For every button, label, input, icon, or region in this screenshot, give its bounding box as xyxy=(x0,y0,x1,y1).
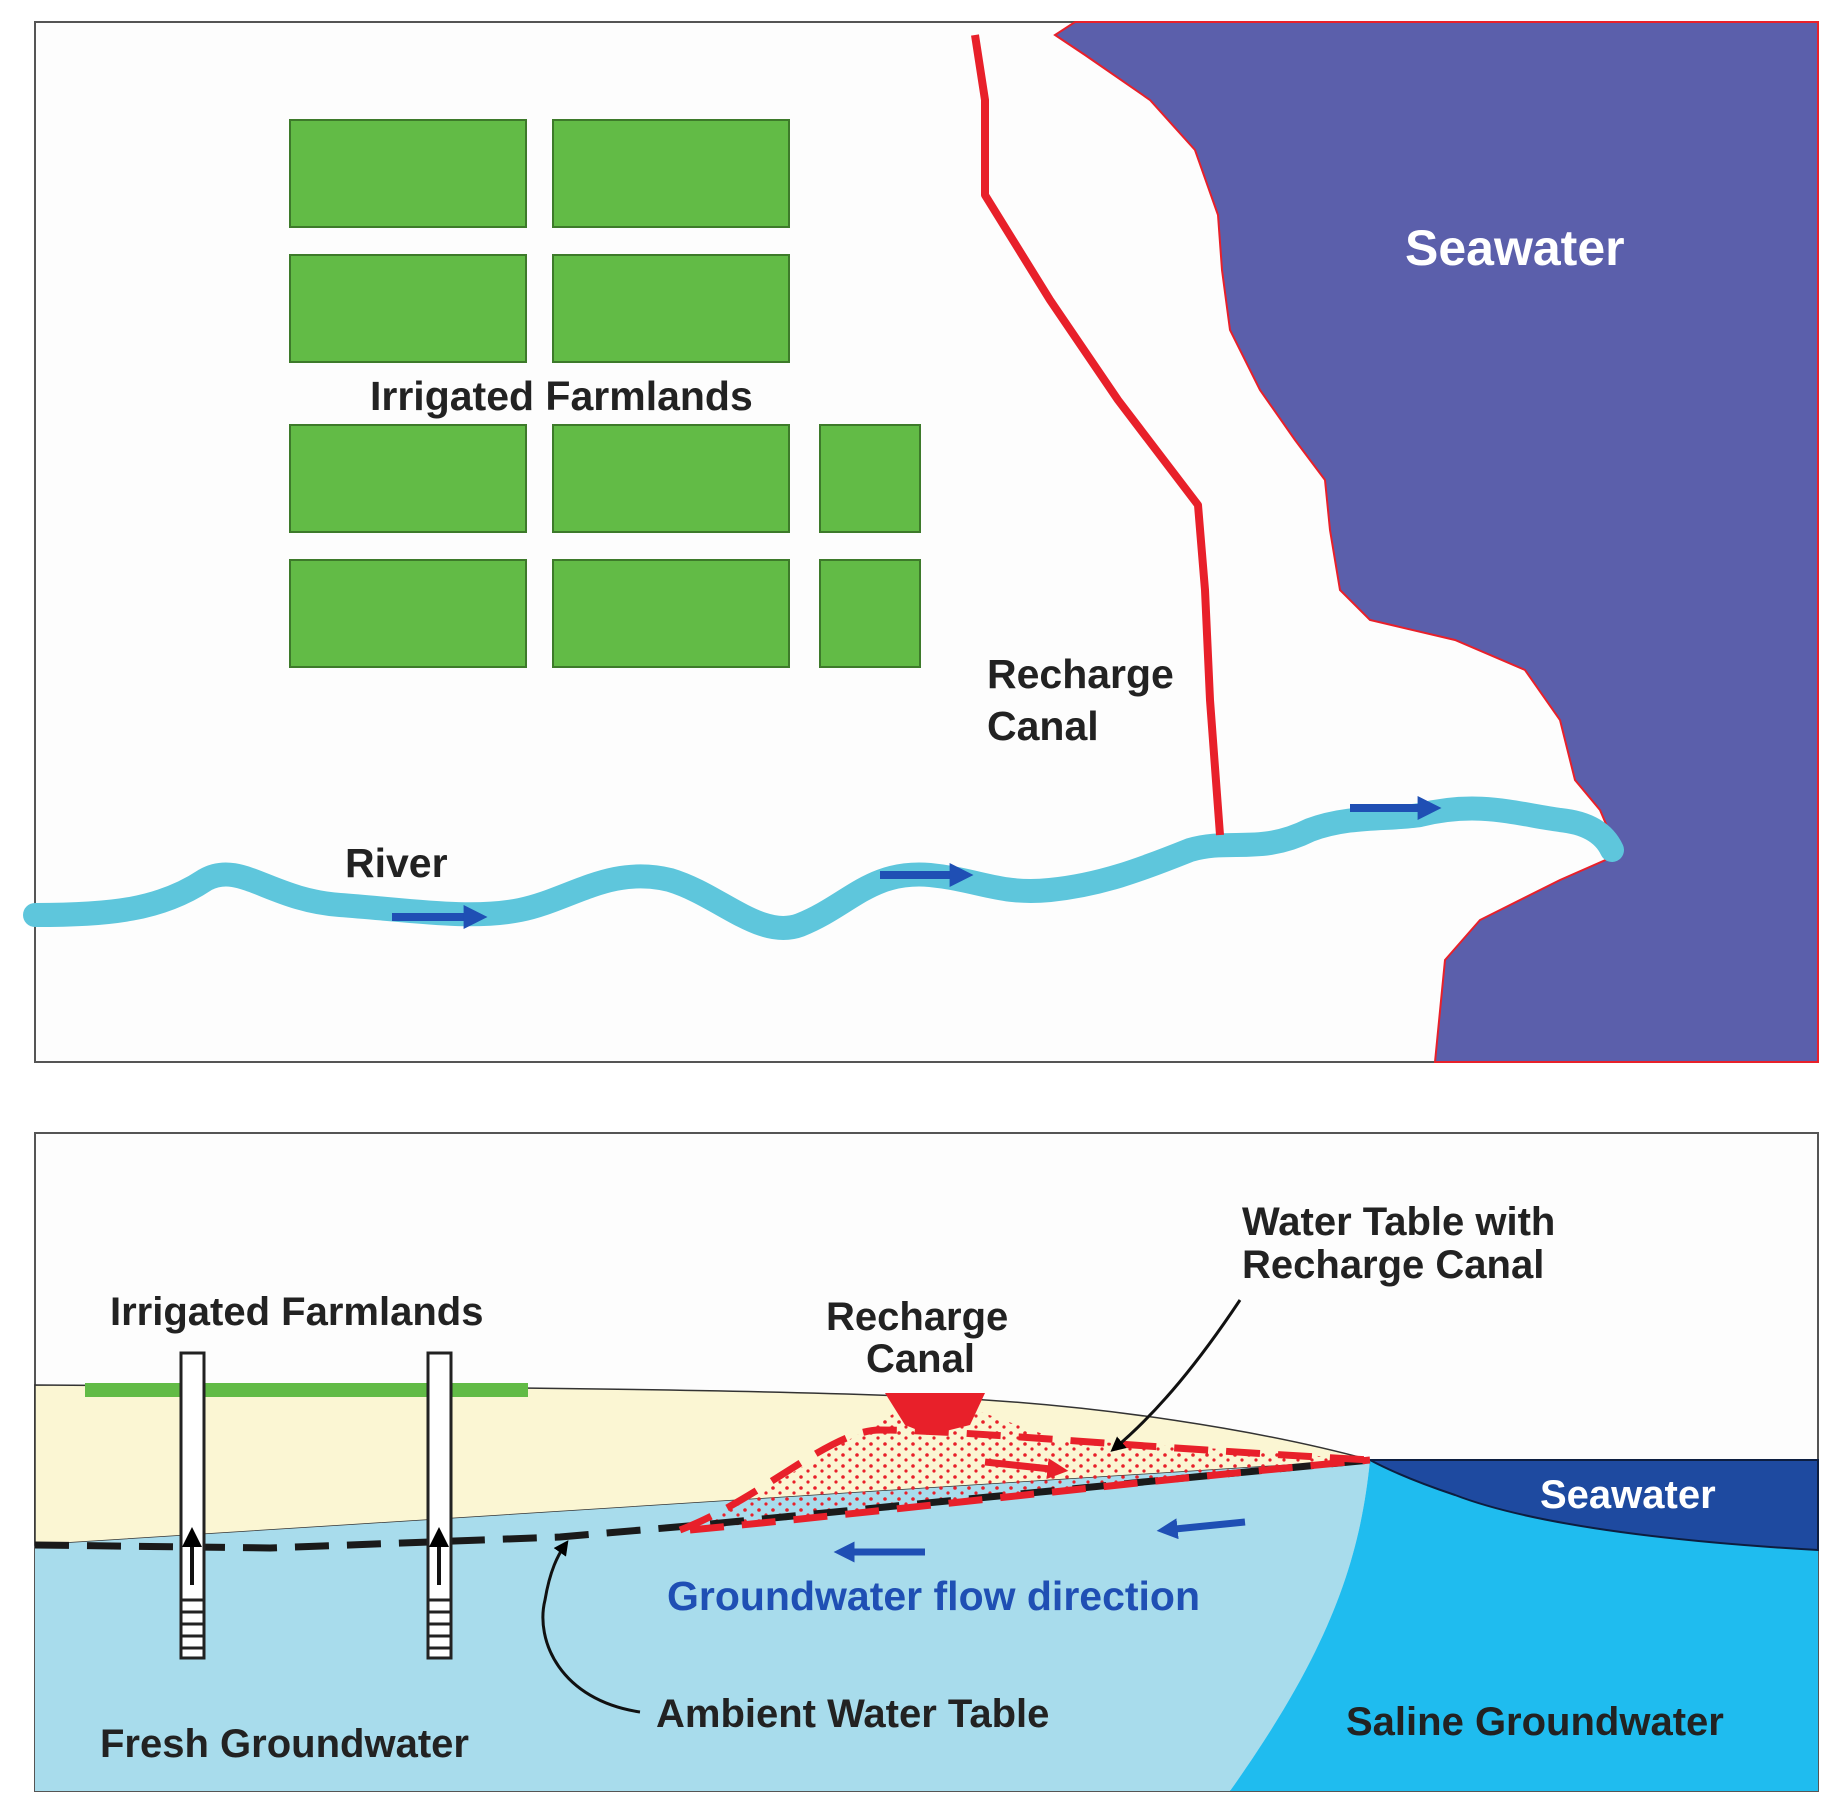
farmland-plot xyxy=(289,559,527,668)
saline-groundwater-zone xyxy=(1230,1460,1818,1791)
saline-groundwater-label: Saline Groundwater xyxy=(1346,1700,1724,1744)
flow-direction-label: Groundwater flow direction xyxy=(667,1573,1200,1619)
cs-canal-label-line1: Recharge xyxy=(826,1295,1008,1339)
farmlands-label: Irrigated Farmlands xyxy=(370,373,753,419)
river-label: River xyxy=(345,840,448,886)
river xyxy=(23,796,1624,940)
seawater-label: Seawater xyxy=(1405,220,1625,276)
water-table-canal-line2: Recharge Canal xyxy=(1242,1243,1544,1287)
well-icon xyxy=(426,1351,453,1660)
farmland-plots xyxy=(289,119,921,668)
farmland-plot xyxy=(552,254,790,363)
left-arrow-icon xyxy=(1156,1518,1246,1540)
farmland-plot xyxy=(289,119,527,228)
cs-farmlands-label: Irrigated Farmlands xyxy=(110,1290,483,1334)
recharge-canal-section xyxy=(885,1393,985,1435)
farmland-plot xyxy=(552,424,790,533)
leader-ambient-water-table xyxy=(541,1540,641,1714)
farmland-plot xyxy=(819,424,921,533)
canal-label-line2: Canal xyxy=(987,703,1099,749)
mounded-water-table-lower xyxy=(689,1456,1371,1534)
ambient-water-table-label: Ambient Water Table xyxy=(656,1692,1049,1736)
well-icon xyxy=(179,1351,206,1660)
recharge-flow-arrow xyxy=(984,1458,1069,1480)
plan-view-panel: Seawater Irrigated Farmlands Recharge Ca… xyxy=(23,21,1819,1063)
leader-water-table-recharge xyxy=(1110,1299,1242,1452)
cross-section-panel: Irrigated Farmlands Recharge Canal Water… xyxy=(34,1132,1819,1792)
water-table-canal-line1: Water Table with xyxy=(1242,1200,1555,1244)
farmland-plot xyxy=(552,559,790,668)
canal-label-line1: Recharge xyxy=(987,651,1174,697)
cs-seawater-label: Seawater xyxy=(1540,1473,1716,1517)
farmland-plot xyxy=(289,254,527,363)
recharge-canal xyxy=(971,34,1224,836)
farmland-plot xyxy=(819,559,921,668)
seawater-wedge xyxy=(1369,1459,1819,1552)
farmland-plot xyxy=(289,424,527,533)
cs-canal-label-line2: Canal xyxy=(866,1337,975,1381)
fresh-groundwater-label: Fresh Groundwater xyxy=(100,1722,469,1766)
mounded-water-table xyxy=(678,1426,1371,1534)
seawater-area xyxy=(1053,21,1819,1063)
farmland-plot xyxy=(552,119,790,228)
